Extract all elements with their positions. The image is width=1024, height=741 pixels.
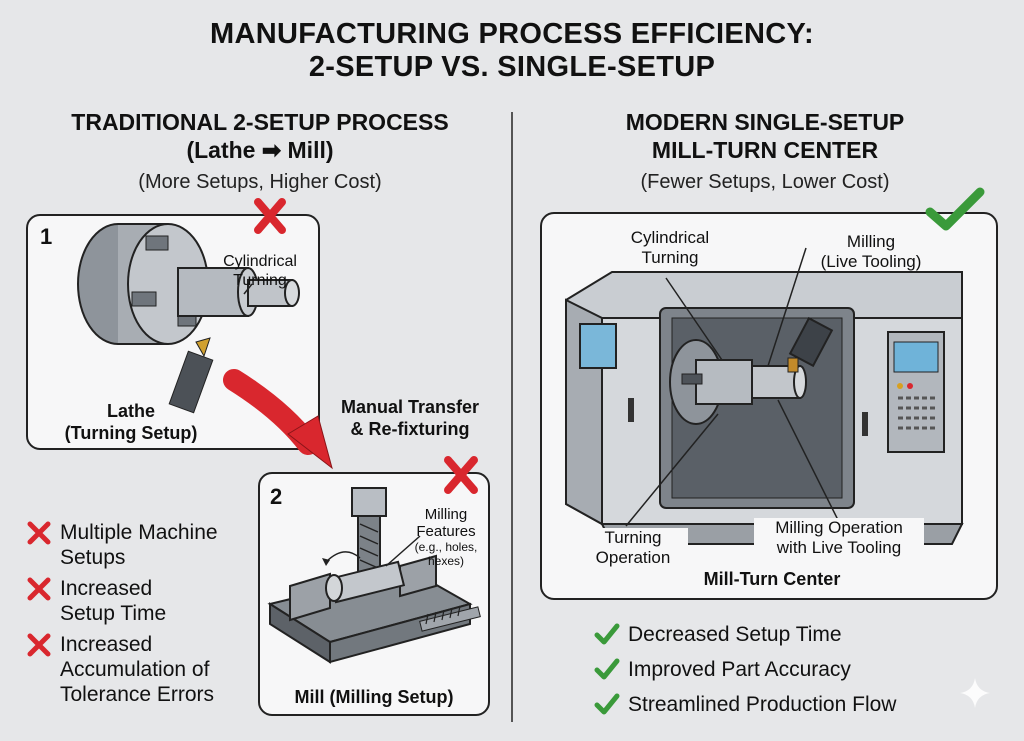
mill-panel: 2 Milling Features (e.g., holes, hexes) … [258,472,490,716]
lathe-caption-line-2: (Turning Setup) [64,423,198,443]
mill-turn-illustration [565,247,964,545]
title-line-2: 2-SETUP VS. SINGLE-SETUP [308,51,716,83]
sparkle-icon [960,678,990,708]
live-callout-line-1: Milling Operation [775,518,903,537]
benefit-3: Streamlined Production Flow [628,693,897,716]
mill-callout-line-1: Milling [846,232,896,251]
cyl-callout-line-1: Cylindrical [630,228,710,247]
lathe-illustration [77,223,300,414]
check-icon [925,187,985,231]
transfer-label-line-1: Manual Transfer [340,397,480,417]
drawback-3-line-3: Tolerance Errors [60,683,215,706]
right-heading-line-2: MILL-TURN CENTER [651,137,879,163]
mill-callout-line-2: (Live Tooling) [820,252,922,271]
drawback-3-line-2: Accumulation of [60,658,210,681]
drawback-1-line-1: Multiple Machine [60,521,218,544]
right-heading-line-1: MODERN SINGLE-SETUP [625,109,905,135]
cross-icon [27,577,51,601]
milling-features-line-3: (e.g., holes, [414,540,478,554]
drawback-3-line-1: Increased [60,633,153,656]
title-line-1: MANUFACTURING PROCESS EFFICIENCY: [210,18,814,50]
benefit-item: Streamlined Production Flow [594,692,974,717]
drawbacks-list: Multiple Machine Setups Increased Setup … [26,520,251,713]
check-icon [594,693,620,715]
turning-operation-callout: Turning Operation [578,528,688,568]
milling-features-callout: Milling Features (e.g., holes, hexes) [404,506,488,568]
lathe-caption-line-1: Lathe [106,401,155,421]
drawback-item: Multiple Machine Setups [26,520,251,570]
mill-illustration [267,487,481,664]
cross-icon [27,521,51,545]
benefit-item: Decreased Setup Time [594,622,974,647]
turn-callout-line-2: Operation [595,548,671,567]
live-callout-line-2: with Live Tooling [776,538,902,557]
milling-features-line-2: Features [416,523,476,540]
turn-callout-line-1: Turning [604,528,662,547]
benefit-1: Decreased Setup Time [628,623,842,646]
benefits-list: Decreased Setup Time Improved Part Accur… [594,622,974,723]
benefit-2: Improved Part Accuracy [628,658,851,681]
milling-live-tooling-callout: Milling (Live Tooling) [806,232,936,272]
step-2-number: 2 [270,484,283,509]
lathe-caption: Lathe (Turning Setup) [36,400,226,444]
cylindrical-turning-callout: Cylindrical Turning [223,253,297,289]
mill-caption: Mill (Milling Setup) [294,687,454,707]
transfer-label: Manual Transfer & Re-fixturing [320,396,500,440]
step-1-number: 1 [40,224,53,249]
lathe-cross-icon [254,198,286,234]
transfer-label-line-2: & Re-fixturing [350,419,470,439]
check-icon [594,623,620,645]
drawback-2-line-2: Setup Time [60,602,167,625]
cyl-callout-line-2: Turning [641,248,699,267]
drawback-2-line-1: Increased [60,577,153,600]
page-title: MANUFACTURING PROCESS EFFICIENCY: 2-SETU… [0,18,1024,84]
check-icon [594,658,620,680]
drawback-1-line-2: Setups [60,546,126,569]
right-heading: MODERN SINGLE-SETUP MILL-TURN CENTER [530,108,1000,164]
right-subtitle: (Fewer Setups, Lower Cost) [640,171,890,193]
milling-features-line-4: hexes) [427,554,465,568]
transfer-arrow-icon [223,369,333,470]
left-heading: TRADITIONAL 2-SETUP PROCESS (Lathe ➡ Mil… [20,108,500,164]
mill-turn-caption: Mill-Turn Center [703,569,841,589]
left-subtitle: (More Setups, Higher Cost) [138,171,382,193]
milling-features-line-1: Milling [424,506,468,523]
mill-cross-icon [444,456,478,494]
cylindrical-turning-callout-right: Cylindrical Turning [610,228,730,268]
cross-icon [27,633,51,657]
mill-turn-panel: Cylindrical Turning Milling (Live Toolin… [540,212,998,600]
left-heading-line-1: TRADITIONAL 2-SETUP PROCESS [71,109,449,135]
left-heading-line-2: (Lathe ➡ Mill) [186,137,334,163]
drawback-item: Increased Setup Time [26,576,251,626]
live-tooling-operation-callout: Milling Operation with Live Tooling [754,518,924,558]
drawback-item: Increased Accumulation of Tolerance Erro… [26,632,251,707]
benefit-item: Improved Part Accuracy [594,657,974,682]
column-divider [511,112,513,722]
